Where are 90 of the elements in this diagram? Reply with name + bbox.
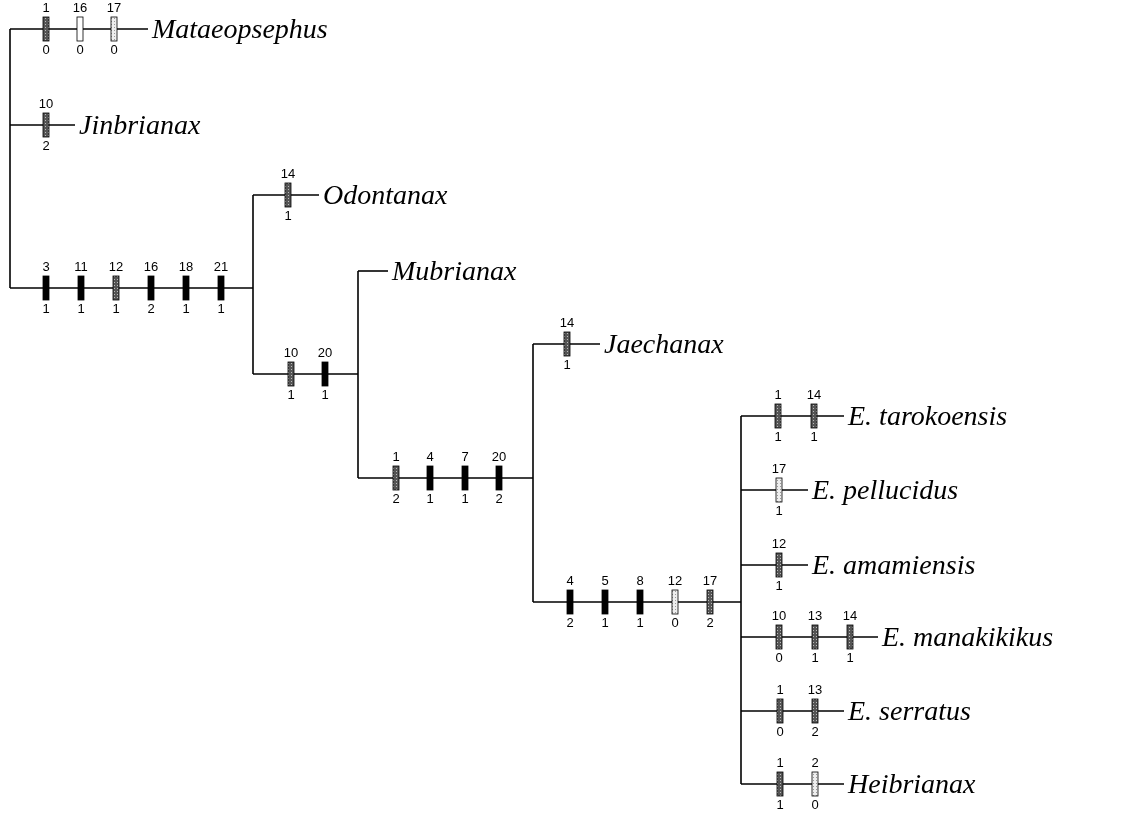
character-number: 14 — [805, 387, 823, 403]
character-state: 0 — [75, 42, 85, 58]
character-state: 2 — [494, 491, 504, 507]
taxon-name: Jinbrianax — [79, 109, 201, 141]
character-state: 1 — [181, 301, 191, 317]
character-number: 10 — [37, 96, 55, 112]
character-state: 1 — [809, 429, 819, 445]
character-number: 10 — [770, 608, 788, 624]
character-number: 17 — [701, 573, 719, 589]
character-number: 5 — [600, 573, 610, 589]
tree-branch — [740, 783, 845, 785]
character-state: 1 — [774, 503, 784, 519]
tree-branch — [740, 564, 809, 566]
tree-branch — [740, 636, 879, 638]
tree-branch — [252, 194, 320, 196]
character-state: 0 — [41, 42, 51, 58]
character-state: 1 — [774, 578, 784, 594]
character-number: 20 — [490, 449, 508, 465]
character-number: 3 — [41, 259, 51, 275]
taxon-name: E. amamiensis — [812, 549, 976, 581]
tree-branch — [9, 28, 149, 30]
character-number: 8 — [635, 573, 645, 589]
tree-branch — [532, 343, 601, 345]
character-state: 1 — [562, 357, 572, 373]
character-state: 2 — [146, 301, 156, 317]
character-number: 13 — [806, 682, 824, 698]
character-state: 1 — [216, 301, 226, 317]
character-state: 1 — [460, 491, 470, 507]
character-number: 13 — [806, 608, 824, 624]
character-number: 16 — [142, 259, 160, 275]
character-state: 2 — [565, 615, 575, 631]
character-number: 7 — [460, 449, 470, 465]
character-state: 0 — [810, 797, 820, 813]
character-number: 21 — [212, 259, 230, 275]
character-number: 1 — [41, 0, 51, 16]
character-number: 12 — [770, 536, 788, 552]
character-state: 0 — [109, 42, 119, 58]
character-state: 1 — [845, 650, 855, 666]
taxon-name: E. serratus — [848, 695, 971, 727]
character-number: 11 — [73, 259, 89, 275]
character-state: 1 — [773, 429, 783, 445]
character-state: 1 — [41, 301, 51, 317]
character-number: 12 — [666, 573, 684, 589]
character-state: 0 — [774, 650, 784, 666]
character-state: 1 — [425, 491, 435, 507]
tree-branch — [9, 124, 76, 126]
character-number: 1 — [391, 449, 401, 465]
character-state: 2 — [391, 491, 401, 507]
tree-branch — [357, 270, 389, 272]
character-state: 1 — [635, 615, 645, 631]
character-number: 1 — [775, 755, 785, 771]
taxon-name: Heibrianax — [848, 768, 976, 800]
character-state: 1 — [810, 650, 820, 666]
character-state: 1 — [111, 301, 121, 317]
character-number: 12 — [107, 259, 125, 275]
character-state: 1 — [286, 387, 296, 403]
character-state: 1 — [775, 797, 785, 813]
taxon-name: E. tarokoensis — [848, 400, 1008, 432]
character-number: 10 — [282, 345, 300, 361]
character-state: 1 — [600, 615, 610, 631]
character-number: 16 — [71, 0, 89, 16]
character-state: 1 — [283, 208, 293, 224]
character-number: 14 — [558, 315, 576, 331]
taxon-name: Mubrianax — [392, 255, 517, 287]
character-state: 1 — [76, 301, 86, 317]
character-number: 18 — [177, 259, 195, 275]
tree-branch — [740, 710, 845, 712]
character-state: 2 — [705, 615, 715, 631]
taxon-name: E. manakikikus — [882, 621, 1054, 653]
taxon-name: E. pellucidus — [812, 474, 959, 506]
character-state: 0 — [775, 724, 785, 740]
character-number: 4 — [425, 449, 435, 465]
character-number: 2 — [810, 755, 820, 771]
character-number: 1 — [773, 387, 783, 403]
character-state: 0 — [670, 615, 680, 631]
character-number: 20 — [316, 345, 334, 361]
character-number: 14 — [841, 608, 859, 624]
character-number: 1 — [775, 682, 785, 698]
taxon-name: Odontanax — [323, 179, 448, 211]
character-state: 2 — [810, 724, 820, 740]
tree-branch — [740, 489, 809, 491]
taxon-name: Jaechanax — [604, 328, 724, 360]
character-number: 17 — [105, 0, 123, 16]
character-number: 14 — [279, 166, 297, 182]
tree-branch — [740, 415, 845, 417]
character-state: 2 — [41, 138, 51, 154]
taxon-name: Mataeopsephus — [152, 13, 328, 45]
character-state: 1 — [320, 387, 330, 403]
character-number: 4 — [565, 573, 575, 589]
character-number: 17 — [770, 461, 788, 477]
